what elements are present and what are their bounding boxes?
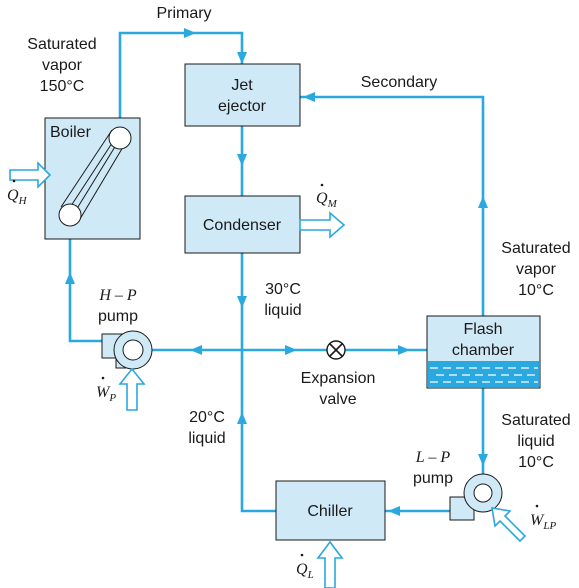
chiller-inlet-arrow xyxy=(388,506,400,516)
q-h-symbol: QH xyxy=(7,179,28,207)
q-m-arrow-icon xyxy=(299,211,346,239)
liquid-20-line2: liquid xyxy=(188,430,225,447)
condenser-label: Condenser xyxy=(203,217,282,234)
sat-vapor-150-line2: vapor xyxy=(42,57,83,74)
expansion-valve-icon xyxy=(326,340,346,360)
sat-vapor-10-line2: vapor xyxy=(516,261,557,278)
expansion-valve-label-line2: valve xyxy=(319,391,356,408)
svg-text:QH: QH xyxy=(7,187,28,207)
svg-text:WLP: WLP xyxy=(530,512,556,532)
secondary-label: Secondary xyxy=(361,74,438,91)
hp-pump-icon xyxy=(101,330,153,370)
sat-vapor-150-line3: 150°C xyxy=(40,78,85,95)
liquid-30-line1: 30°C xyxy=(265,281,301,298)
w-lp-symbol: WLP xyxy=(530,504,556,532)
flash-chamber-liquid xyxy=(428,361,539,387)
boiler-inlet-arrow xyxy=(65,272,75,284)
sat-liquid-10-line1: Saturated xyxy=(501,412,570,429)
primary-label: Primary xyxy=(156,5,211,22)
w-p-arrow-icon xyxy=(118,367,146,411)
chiller-outlet-up-arrow xyxy=(237,412,247,424)
lp-pump-icon xyxy=(449,473,503,521)
q-h-arrow-icon xyxy=(9,161,52,189)
q-m-symbol: QM xyxy=(316,183,338,210)
lp-pump-label-line2: pump xyxy=(413,470,453,487)
condenser-outlet-arrow xyxy=(237,296,247,308)
lp-pump-label-line1: L – P xyxy=(415,449,451,466)
svg-text:QL: QL xyxy=(296,561,314,581)
chiller-to-junction-pipe xyxy=(240,350,276,513)
flash-chamber-label-line2: chamber xyxy=(452,342,515,359)
w-lp-arrow-icon xyxy=(491,507,527,543)
hp-pump-to-boiler-pipe xyxy=(68,228,102,343)
secondary-pipe xyxy=(300,95,485,316)
chiller-box xyxy=(275,480,386,541)
chiller-label: Chiller xyxy=(307,503,353,520)
sat-liquid-10-line3: 10°C xyxy=(518,454,554,471)
primary-arrow xyxy=(184,28,196,38)
boiler-tube-loop xyxy=(58,126,132,227)
hp-pump-label-line1: H – P xyxy=(98,287,137,304)
jet-ejector-box xyxy=(184,63,301,127)
boiler-label: Boiler xyxy=(50,124,92,141)
liquid-20-line1: 20°C xyxy=(189,409,225,426)
hp-pump-inlet-arrow xyxy=(190,345,202,355)
secondary-up-arrow xyxy=(478,196,488,208)
flash-chamber-label-line1: Flash xyxy=(463,321,502,338)
hp-pump-label-line2: pump xyxy=(98,308,138,325)
primary-down-arrow xyxy=(237,52,247,64)
to-valve-arrow xyxy=(285,345,297,355)
svg-text:WP: WP xyxy=(96,384,116,404)
jet-ejector-label-line1: Jet xyxy=(231,77,253,94)
q-l-arrow-icon xyxy=(316,540,344,588)
expansion-valve-label-line1: Expansion xyxy=(301,370,376,387)
to-flash-arrow xyxy=(398,345,410,355)
primary-pipe xyxy=(118,31,244,128)
secondary-left-arrow xyxy=(303,92,315,102)
sat-vapor-10-line1: Saturated xyxy=(501,240,570,257)
sat-liquid-10-line2: liquid xyxy=(517,433,554,450)
jet-ejector-label-line2: ejector xyxy=(218,98,267,115)
sat-vapor-150-line1: Saturated xyxy=(27,36,96,53)
sat-vapor-10-line3: 10°C xyxy=(518,282,554,299)
ejector-to-condenser-arrow xyxy=(237,154,247,166)
lp-pump-inlet-arrow xyxy=(478,454,488,466)
q-l-symbol: QL xyxy=(296,553,314,581)
svg-text:QM: QM xyxy=(316,190,338,210)
liquid-30-line2: liquid xyxy=(264,302,301,319)
w-p-symbol: WP xyxy=(96,376,116,404)
